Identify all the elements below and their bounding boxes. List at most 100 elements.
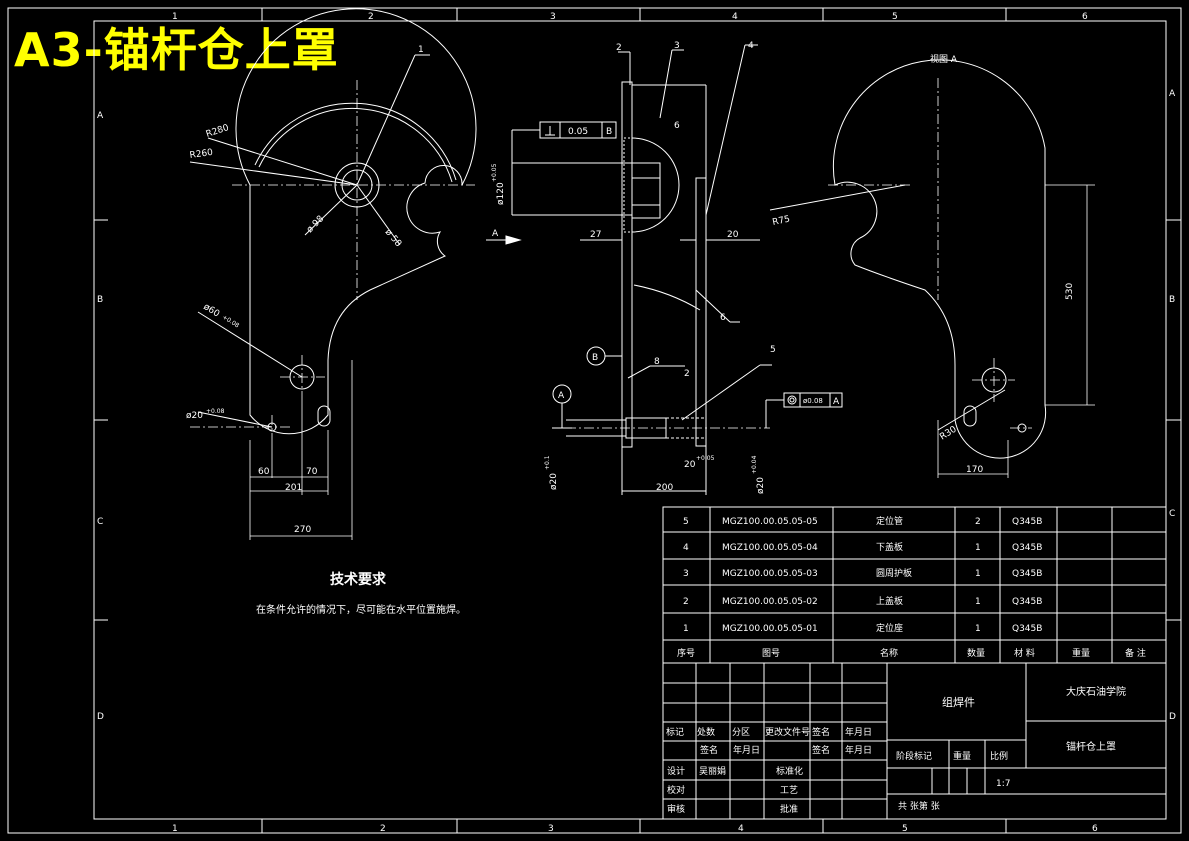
balloon-2b: 2 [684,369,690,379]
zone-col-4-top: 4 [732,12,738,22]
tb-sheet: 共 张第 张 [898,800,940,812]
zone-row-b-right: B [1169,295,1175,305]
bom-header-weight: 重量 [1072,647,1090,659]
dim-r75: R75 [772,214,791,227]
bom-cell-name: 圆周护板 [876,567,912,579]
bom-cell-code: MGZ100.00.05.05-03 [722,569,818,579]
zone-col-1-top: 1 [172,12,178,22]
dim-d20: ø20 [186,411,203,421]
view-a: 视图 A R75 530 170 R30 [769,53,1095,478]
dim-d120: ø120 [496,182,506,205]
side-view: 0.05 B ø0.08 A B A A ø120 +0.05 27 20 20… [486,41,843,495]
tb-check: 校对 [667,784,685,796]
weld-symbol-6b: 6 [674,121,680,131]
zone-ticks [94,8,1181,833]
weld-hatch [623,137,633,233]
dim-20-tol-sup: +0.05 [696,455,715,462]
weld-symbol-8: 8 [654,357,660,367]
perp-value: 0.05 [568,127,588,137]
bom-cell-qty: 1 [975,624,981,634]
dim-530: 530 [1065,283,1075,300]
tech-heading: 技术要求 [330,571,387,588]
tb-date: 年月日 [845,726,872,738]
zone-col-3-top: 3 [550,12,556,22]
bom-cell-code: MGZ100.00.05.05-02 [722,597,818,607]
dim-d20b: ø20 [549,473,559,490]
bom-cell-seq: 3 [683,569,689,579]
zone-row-b-left: B [97,295,103,305]
bom-cell-qty: 1 [975,569,981,579]
bom-cell-name: 定位管 [876,515,903,527]
zone-col-5-top: 5 [892,12,898,22]
balloon-1: 1 [418,45,424,55]
tb-change-doc: 更改文件号 [765,726,810,738]
bom-cell-name: 定位座 [876,622,903,634]
dim-d58: ø 58 [383,228,404,250]
dim-d60-tol: +0.08 [221,314,240,330]
view-arrow-a-label: A [492,229,499,239]
dim-20-tol: 20 [684,460,696,470]
dim-170: 170 [966,465,983,475]
bom-cell-qty: 1 [975,543,981,553]
view-a-outline [832,59,1047,459]
tb-sign: 签名 [812,726,830,738]
circumferential-guard [254,102,457,181]
tb-part-type: 组焊件 [942,695,975,709]
bom-table [662,506,1167,664]
bom-cell-seq: 2 [683,597,689,607]
bom-cell-seq: 1 [683,624,689,634]
dim-d20c-tol: +0.04 [751,455,758,474]
zone-col-2-top: 2 [368,12,374,22]
datum-b-label: B [592,353,598,363]
bom-cell-code: MGZ100.00.05.05-04 [722,543,818,553]
tb-scale-value: 1:7 [996,779,1010,789]
tb-standard: 标准化 [776,765,803,777]
bom-cell-name: 上盖板 [876,595,903,607]
dim-70: 70 [306,467,318,477]
drawing-title-banner: A3-锚杆仓上罩 [14,23,339,77]
tb-school: 大庆石油学院 [1066,685,1126,698]
top-cover-plate [621,81,633,448]
zone-row-a-right: A [1169,89,1176,99]
bom-cell-qty: 1 [975,597,981,607]
bom-header-qty: 数量 [967,647,985,659]
bom-cell-material: Q345B [1012,597,1042,607]
tb-mark: 标记 [666,726,684,738]
dim-d20c: ø20 [756,477,766,494]
dim-20: 20 [727,230,739,240]
bom-header-seq: 序号 [677,647,695,659]
bom-header-code: 图号 [762,648,780,659]
bom-cell-code: MGZ100.00.05.05-01 [722,624,818,634]
bom-header-remark: 备 注 [1125,647,1146,659]
bom-cell-name: 下盖板 [876,541,903,553]
tb-zone: 分区 [732,727,750,738]
zone-col-6-top: 6 [1082,12,1088,22]
title-block [662,662,1167,820]
tb-process: 工艺 [780,785,798,796]
bom-cell-qty: 2 [975,517,981,527]
zone-col-6-bottom: 6 [1092,824,1098,834]
dim-r30: R30 [938,425,959,443]
front-view-outline [235,8,477,435]
dim-d20-tol: +0.08 [206,408,225,415]
zone-col-1-bottom: 1 [172,824,178,834]
bom-header-material: 材 料 [1014,647,1035,659]
dim-d20b-tol: +0.1 [544,455,551,470]
tb-weight: 重量 [953,750,971,762]
tb-stage-mark: 阶段标记 [896,750,932,762]
tech-note: 在条件允许的情况下，尽可能在水平位置施焊。 [256,603,466,616]
tb-designer: 吴丽娟 [699,765,726,777]
tb-audit: 审核 [667,803,685,815]
view-a-title: 视图 A [930,53,958,65]
zone-col-5-bottom: 5 [902,824,908,834]
tb-design: 设计 [667,765,685,777]
bom-cell-material: Q345B [1012,624,1042,634]
zone-col-2-bottom: 2 [380,824,386,834]
bom-cell-material: Q345B [1012,569,1042,579]
tb-drawing-name: 锚杆仓上罩 [1066,740,1116,753]
tb-date2: 年月日 [733,744,760,756]
dim-d60: ø60 [201,302,221,320]
zone-row-c-right: C [1169,509,1175,519]
zone-col-3-bottom: 3 [548,824,554,834]
